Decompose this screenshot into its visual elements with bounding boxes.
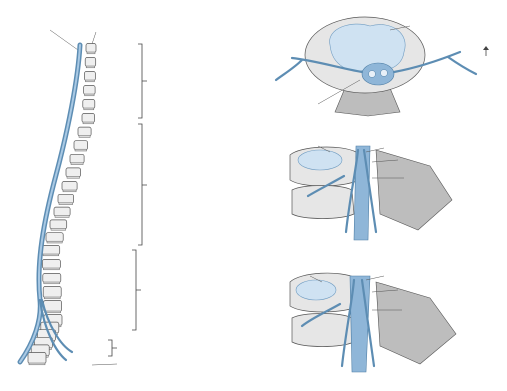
intervertebral-disc	[85, 94, 95, 96]
vertebral-body	[44, 301, 62, 312]
vertebral-body	[58, 194, 74, 203]
panel-b-axial	[276, 17, 489, 116]
nerve-root-cross-section	[369, 71, 376, 78]
vertebral-body	[86, 44, 96, 53]
intervertebral-disc	[330, 24, 406, 71]
intervertebral-disc	[51, 228, 66, 230]
vertebral-body	[84, 86, 96, 95]
coccygeal-leader	[92, 364, 117, 365]
intervertebral-disc	[86, 66, 95, 68]
intervertebral-disc	[44, 282, 60, 284]
intervertebral-disc	[44, 297, 60, 299]
intervertebral-disc	[79, 136, 90, 138]
intervertebral-disc	[45, 311, 61, 313]
thoracic-bracket	[138, 124, 147, 245]
intervertebral-disc	[87, 52, 95, 54]
vertebral-body	[85, 58, 96, 67]
lumbar-bracket	[132, 250, 141, 330]
vertebral-body	[28, 353, 46, 364]
vertebral-body	[46, 233, 63, 242]
intervertebral-disc	[29, 363, 45, 365]
vertebral-body	[43, 287, 61, 298]
cord-segment-leader	[50, 30, 78, 50]
vertebral-body	[66, 168, 81, 177]
intervertebral-disc	[43, 268, 59, 270]
vertebral-body	[292, 186, 354, 219]
vertebral-body	[50, 220, 67, 229]
vertebral-body	[78, 127, 91, 136]
intervertebral-disc	[71, 163, 83, 165]
arrow-head-icon	[483, 46, 489, 50]
vertebral-body	[54, 207, 70, 216]
intervertebral-disc	[75, 149, 87, 151]
herniated-disc	[296, 280, 336, 300]
vertebral-body	[42, 246, 60, 255]
intervertebral-disc	[67, 176, 80, 178]
intervertebral-disc	[298, 150, 342, 170]
vertebral-body	[42, 260, 60, 269]
cervical-bracket	[138, 44, 147, 118]
intervertebral-disc	[43, 254, 59, 256]
intervertebral-disc	[83, 122, 94, 124]
vertebral-body	[82, 114, 95, 123]
intervertebral-disc	[55, 216, 69, 218]
panel-d-lumbar	[290, 273, 456, 372]
vertebral-body	[83, 100, 95, 109]
vertebral-body	[84, 72, 95, 81]
intervertebral-disc	[47, 241, 62, 243]
vertebral-body	[70, 154, 84, 163]
posterior-elements	[376, 282, 456, 364]
nerve-root-cross-section	[381, 70, 388, 77]
thecal-sac	[362, 63, 394, 85]
intervertebral-disc	[85, 80, 94, 82]
panel-a-spine	[20, 30, 147, 365]
vertebral-body	[43, 274, 61, 283]
intervertebral-disc	[63, 190, 76, 192]
vertebral-body	[74, 141, 88, 150]
panel-c-lumbar	[290, 146, 452, 240]
intervertebral-disc	[84, 108, 94, 110]
intervertebral-disc	[59, 203, 73, 205]
posterior-elements	[376, 150, 452, 230]
sacral-bracket	[108, 340, 117, 356]
vertebral-body	[62, 182, 77, 191]
